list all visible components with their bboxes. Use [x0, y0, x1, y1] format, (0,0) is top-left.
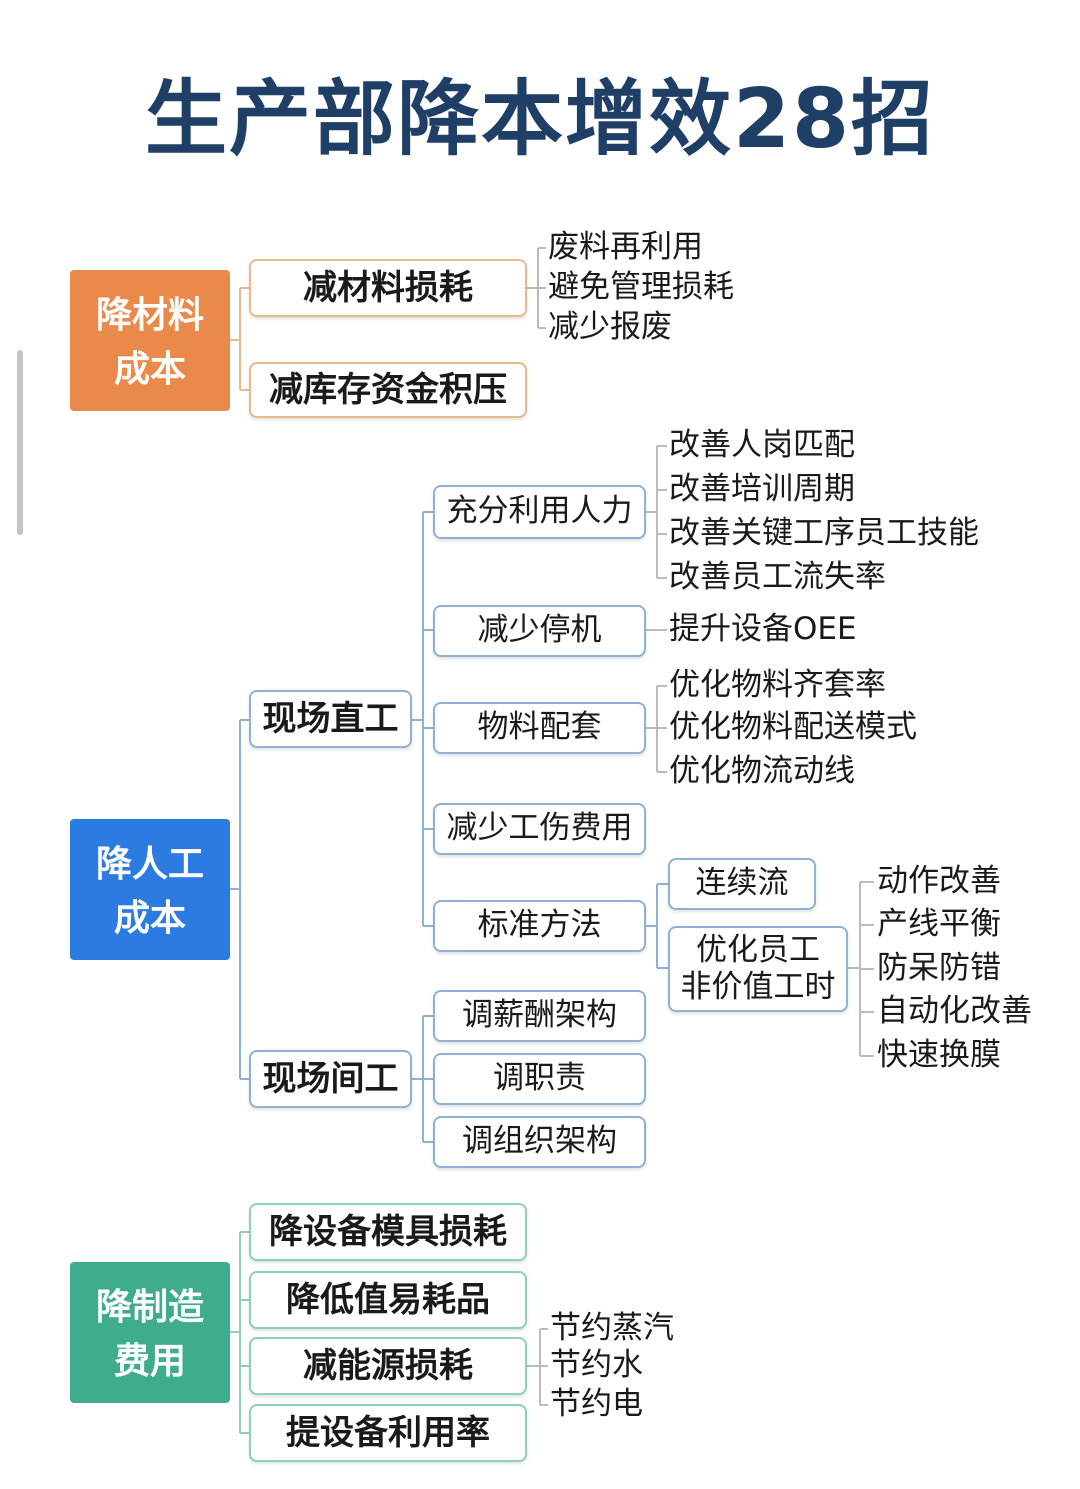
leaf-item: 优化物流动线 — [669, 753, 855, 789]
leaf-item: 节约水 — [550, 1347, 643, 1383]
node-manpower: 充分利用人力 — [433, 485, 646, 539]
leaf-item: 优化物料配送模式 — [669, 709, 917, 745]
scrollbar[interactable] — [17, 350, 23, 535]
leaf-item: 优化物料齐套率 — [669, 667, 886, 703]
node-org-structure: 调组织架构 — [433, 1116, 646, 1168]
leaf-item: 改善关键工序员工技能 — [669, 515, 979, 551]
leaf-item: 动作改善 — [877, 863, 1001, 899]
leaf-item: 废料再利用 — [548, 229, 703, 265]
category-material-cost: 降材料 成本 — [70, 270, 230, 411]
node-mold-loss: 降设备模具损耗 — [249, 1203, 527, 1261]
category-manufacturing-cost: 降制造 费用 — [70, 1262, 230, 1403]
leaf-item: 节约蒸汽 — [550, 1310, 674, 1346]
leaf-item: 防呆防错 — [877, 950, 1001, 986]
leaf-item: 避免管理损耗 — [548, 269, 734, 305]
node-equipment-utilization: 提设备利用率 — [249, 1404, 527, 1462]
node-injury: 减少工伤费用 — [433, 803, 646, 855]
leaf-item: 改善人岗匹配 — [669, 427, 855, 463]
leaf-item: 自动化改善 — [877, 993, 1032, 1029]
node-kitting: 物料配套 — [433, 702, 646, 754]
leaf-item: 减少报废 — [548, 309, 672, 345]
page-title: 生产部降本增效28招 — [144, 72, 936, 167]
node-direct-labor: 现场直工 — [249, 690, 412, 748]
leaf-item: 提升设备OEE — [669, 611, 857, 647]
node-consumables: 降低值易耗品 — [249, 1271, 527, 1329]
node-non-value-time: 优化员工 非价值工时 — [668, 926, 848, 1012]
leaf-item: 改善员工流失率 — [669, 559, 886, 595]
leaf-item: 产线平衡 — [877, 906, 1001, 942]
node-downtime: 减少停机 — [433, 605, 646, 657]
node-salary-structure: 调薪酬架构 — [433, 990, 646, 1042]
node-continuous-flow: 连续流 — [668, 858, 816, 910]
leaf-item: 改善培训周期 — [669, 471, 855, 507]
leaf-item: 节约电 — [550, 1386, 643, 1422]
category-labor-cost: 降人工 成本 — [70, 819, 230, 960]
node-reduce-inventory: 减库存资金积压 — [249, 362, 527, 418]
node-energy-loss: 减能源损耗 — [249, 1337, 527, 1395]
node-standard-method: 标准方法 — [433, 900, 646, 952]
node-indirect-labor: 现场间工 — [249, 1050, 412, 1108]
node-reduce-material-loss: 减材料损耗 — [249, 259, 527, 317]
leaf-item: 快速换膜 — [877, 1037, 1001, 1073]
node-responsibility: 调职责 — [433, 1053, 646, 1105]
